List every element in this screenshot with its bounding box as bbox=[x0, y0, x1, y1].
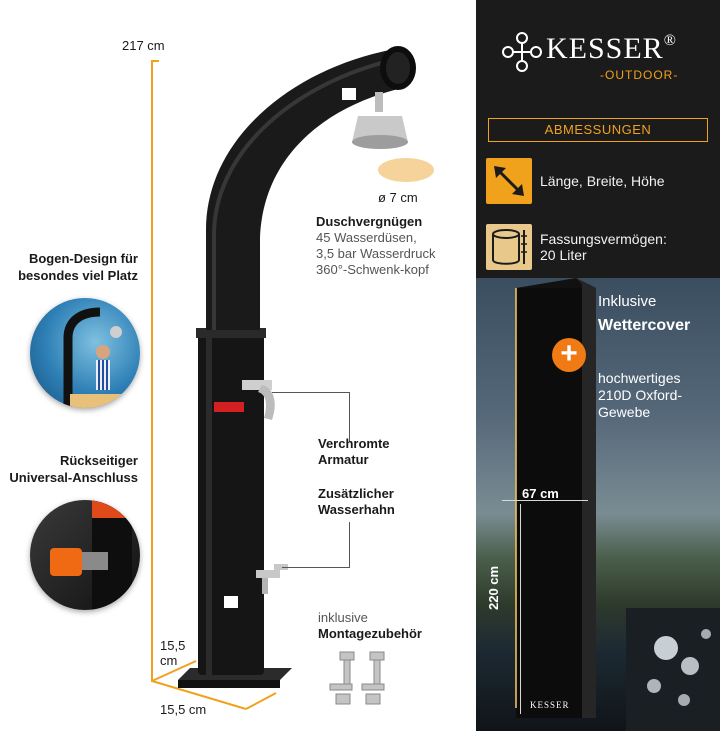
curved-design-photo bbox=[30, 298, 140, 408]
mounting-bolts-image bbox=[329, 651, 385, 705]
plus-icon: + bbox=[552, 338, 586, 372]
base-width-label: 15,5 cm bbox=[160, 702, 207, 717]
cover-material-line-2: 210D Oxford- bbox=[598, 387, 683, 403]
height-measure-line bbox=[151, 60, 153, 682]
weather-cover-image bbox=[515, 278, 596, 718]
cover-height-line bbox=[520, 504, 521, 714]
shower-line-2: 3,5 bar Wasserdruck bbox=[316, 246, 436, 261]
curved-design-caption: Bogen-Design für besondes viel Platz bbox=[18, 251, 138, 283]
base-depth-label: 15,5 cm bbox=[160, 638, 186, 668]
extra-tap-caption: Zusätzlicher Wasserhahn bbox=[318, 486, 395, 517]
brand-header bbox=[476, 0, 720, 112]
weather-cover-photo: Inklusive Wettercover + hochwertiges 210… bbox=[476, 278, 720, 731]
cover-width-line bbox=[502, 500, 588, 501]
cover-width-label: 67 cm bbox=[522, 486, 559, 501]
height-measure-top bbox=[151, 60, 159, 62]
cylinder-ruler-icon bbox=[486, 224, 532, 270]
kesser-logo-icon bbox=[502, 32, 542, 72]
cover-title: Wettercover bbox=[598, 317, 691, 334]
rear-connection-caption: Rückseitiger Universal-Anschluss bbox=[9, 453, 138, 485]
hose-connector-image bbox=[50, 500, 132, 610]
cover-logo: KESSER bbox=[530, 700, 570, 710]
shower-line-1: 45 Wasserdüsen, bbox=[316, 230, 417, 245]
cover-intro: Inklusive bbox=[598, 293, 657, 310]
chrome-fitting-callout bbox=[272, 392, 350, 442]
shower-title: Duschvergnügen bbox=[316, 214, 423, 229]
brand-subtitle: -OUTDOOR- bbox=[600, 68, 679, 82]
shower-illustration bbox=[178, 46, 434, 688]
height-label: 217 cm bbox=[122, 38, 165, 53]
dimensions-section-title: ABMESSUNGEN bbox=[488, 118, 708, 142]
accessories-caption: Montagezubehör bbox=[318, 626, 422, 641]
accessories-prefix: inklusive bbox=[318, 610, 368, 625]
diagonal-arrow-icon bbox=[486, 158, 532, 204]
cover-material-line-1: hochwertiges bbox=[598, 370, 681, 386]
base-measure-lines bbox=[151, 660, 277, 710]
dimensions-spec-label: Länge, Breite, Höhe bbox=[540, 173, 665, 189]
woman-shower-image bbox=[63, 307, 140, 408]
cover-material-line-3: Gewebe bbox=[598, 404, 651, 420]
chrome-fitting-caption: Verchromte Armatur bbox=[318, 436, 390, 467]
rear-connection-photo bbox=[30, 500, 140, 610]
water-droplets-image bbox=[626, 608, 720, 731]
shower-line-3: 360°-Schwenk-kopf bbox=[316, 262, 429, 277]
capacity-spec-label: Fassungsvermögen: bbox=[540, 231, 667, 247]
capacity-spec-value: 20 Liter bbox=[540, 247, 587, 263]
brand-name: KESSER® bbox=[546, 32, 677, 65]
cover-height-label: 220 cm bbox=[486, 565, 501, 610]
extra-tap-callout bbox=[282, 522, 350, 568]
shower-head-diameter: ø 7 cm bbox=[378, 190, 418, 205]
